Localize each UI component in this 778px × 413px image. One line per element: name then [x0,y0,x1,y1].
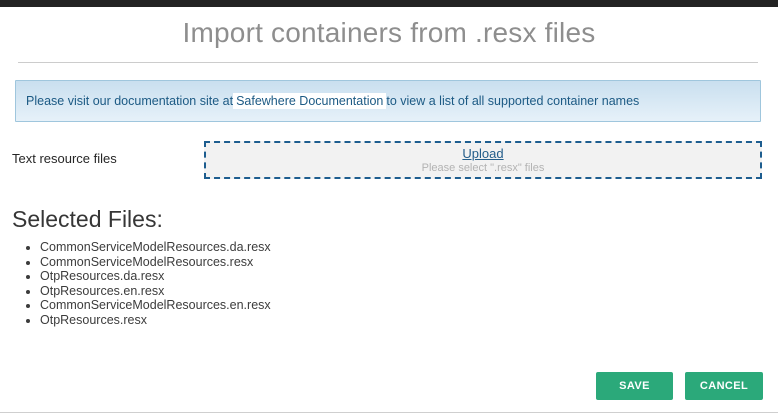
selected-file-item: CommonServiceModelResources.da.resx [40,240,271,255]
upload-link[interactable]: Upload [462,145,504,161]
dialog-actions: SAVE CANCEL [0,372,778,400]
selected-file-item: CommonServiceModelResources.resx [40,255,271,270]
upload-hint: Please select ".resx" files [421,161,545,174]
selected-file-item: OtpResources.da.resx [40,269,271,284]
documentation-link[interactable]: Safewhere Documentation [233,93,387,109]
cancel-button[interactable]: CANCEL [685,372,763,400]
window-top-bar [0,0,778,7]
title-divider [18,62,758,63]
selected-file-item: CommonServiceModelResources.en.resx [40,298,271,313]
selected-file-item: OtpResources.en.resx [40,284,271,299]
save-button[interactable]: SAVE [596,372,673,400]
selected-files-list: CommonServiceModelResources.da.resxCommo… [12,240,271,327]
info-banner-text-before: Please visit our documentation site at [26,94,234,108]
text-resource-files-label: Text resource files [12,151,117,166]
page-title: Import containers from .resx files [182,17,596,48]
info-banner: Please visit our documentation site at S… [15,80,761,122]
selected-files-heading: Selected Files: [12,206,163,232]
info-banner-text-after: to view a list of all supported containe… [386,94,640,108]
selected-file-item: OtpResources.resx [40,313,271,328]
upload-dropzone[interactable]: Upload Please select ".resx" files [204,141,762,179]
